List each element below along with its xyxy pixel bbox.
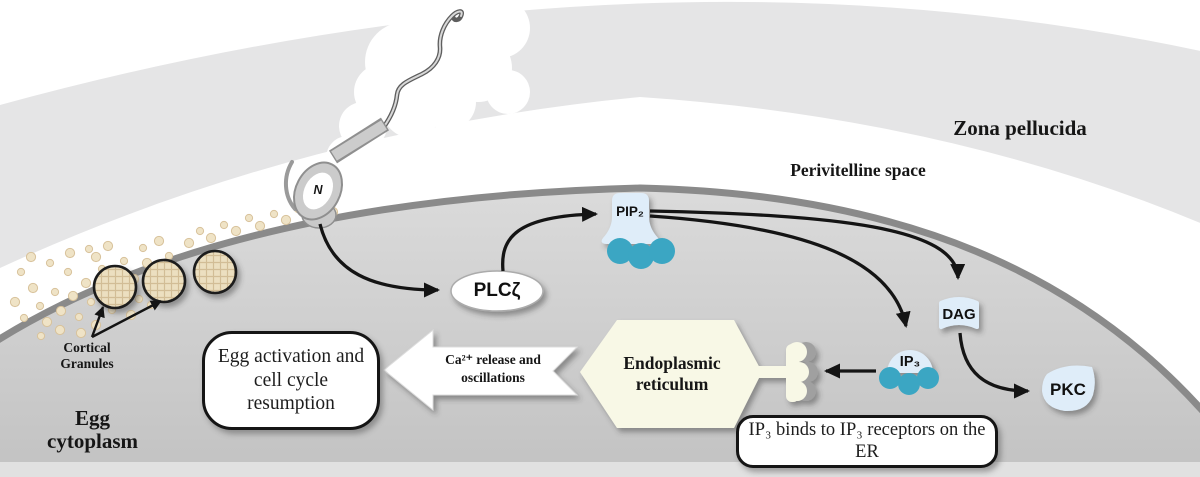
ip3-lipid-heads [879,367,939,395]
cortical-granule [92,264,138,310]
plcz-shape [450,270,544,312]
pkc-label: PKC [1050,380,1086,399]
plcz-label: PLCζ [473,280,521,301]
pip2-shape [601,193,660,244]
zona-pellucida-label: Zona pellucida [953,116,1087,140]
sperm-nucleus-label: N [313,183,323,197]
egg-cytoplasm-label: Egg cytoplasm [47,406,138,454]
perivitelline-space-label: Perivitelline space [790,160,926,180]
dag-label: DAG [942,306,976,323]
ip3-label: IP₃ [899,354,921,370]
bottom-margin-strip [0,462,1200,477]
dag-shape [939,297,979,329]
ca-release-block-arrow [383,328,579,412]
ip3-receptor [786,342,809,402]
pkc-shape [1042,365,1095,412]
cortical-granule [192,249,238,295]
arrow-plcz-to-pip2 [501,206,598,272]
ip3-shape [887,350,933,373]
cortical-granule [141,258,187,304]
sperm-nucleus [302,172,334,210]
arrow-pip2-to-dag [649,209,966,280]
signaling-arrows [318,206,1030,399]
ip3-binds-box: IP₃ binds to IP₃ receptors on the ER [736,415,998,468]
sperm-acrosome-remnant [284,160,297,211]
sperm [284,9,464,229]
arrow-dag-to-pkc [958,332,1030,399]
arrow-pip2-to-ip3 [649,214,911,328]
arrow-sperm-to-plcz [318,223,440,298]
pip2-label: PIP₂ [616,204,644,219]
egg-activation-box: Egg activation and cell cycle resumption [202,331,380,430]
ip3-binds-text: IP₃ binds to IP₃ receptors on the ER [748,420,986,462]
sperm-tail-core [382,10,463,129]
er-label: Endoplasmic reticulum [623,353,721,394]
cortical-granules [92,249,238,310]
egg-activation-text: Egg activation and cell cycle resumption [217,346,365,415]
sperm-midpiece-core [331,120,387,161]
pip2-lipid-heads [607,238,675,269]
cortical-granules-label: Cortical Granules [60,340,114,371]
zona-pellucida-band [0,1,1200,268]
cortical-granule-pointer-arrows [90,299,162,339]
ca-release-label: Ca²⁺ release and oscillations [445,352,541,386]
endoplasmic-reticulum-shape [580,320,818,428]
